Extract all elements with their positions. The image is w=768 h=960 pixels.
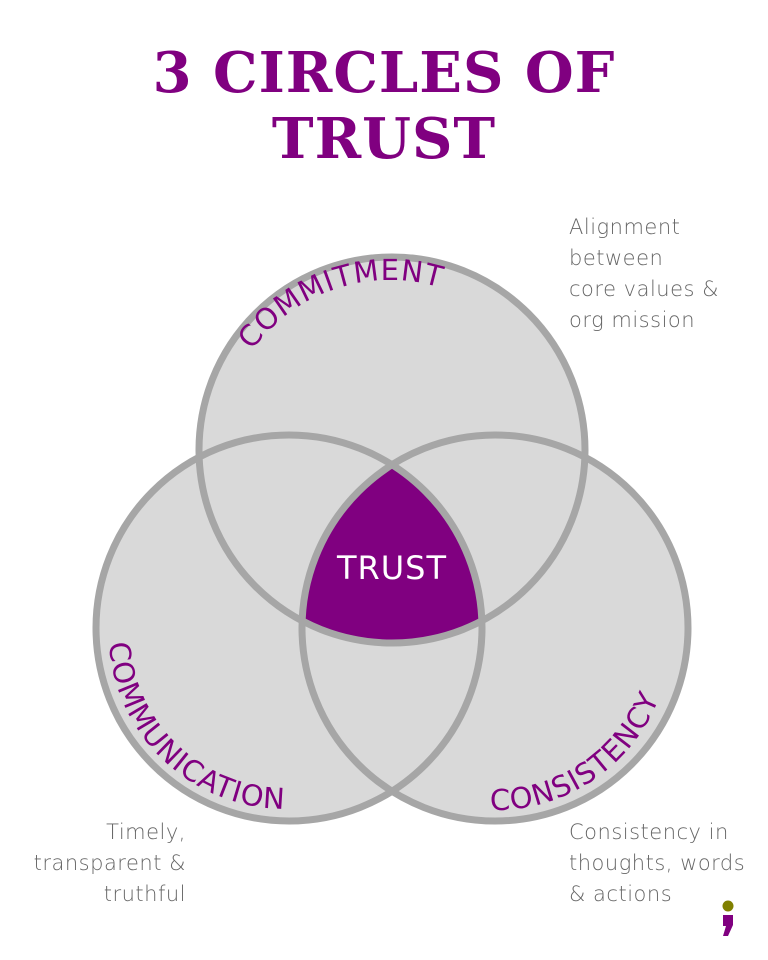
note-communication: Timely, transparent & truthful bbox=[10, 817, 186, 910]
title-line-2: TRUST bbox=[271, 106, 497, 172]
note-line: & actions bbox=[569, 882, 673, 906]
note-line: core values & bbox=[569, 277, 720, 301]
trust-intersection bbox=[302, 435, 482, 643]
note-commitment: Alignment between core values & org miss… bbox=[569, 212, 719, 336]
circles-stroke bbox=[92, 253, 692, 825]
note-line: org mission bbox=[569, 308, 696, 332]
semicolon-icon bbox=[722, 900, 734, 936]
note-line: Consistency in bbox=[569, 820, 729, 844]
page-title: 3 CIRCLES OF TRUST bbox=[0, 40, 768, 172]
title-line-1: 3 CIRCLES OF bbox=[152, 40, 616, 106]
note-line: between bbox=[569, 246, 664, 270]
note-line: Alignment bbox=[569, 215, 681, 239]
center-label-trust: TRUST bbox=[336, 549, 447, 587]
note-line: truthful bbox=[103, 882, 186, 906]
note-line: Timely, bbox=[106, 820, 186, 844]
note-line: transparent & bbox=[33, 851, 186, 875]
note-consistency: Consistency in thoughts, words & actions bbox=[569, 817, 745, 910]
note-line: thoughts, words bbox=[569, 851, 746, 875]
